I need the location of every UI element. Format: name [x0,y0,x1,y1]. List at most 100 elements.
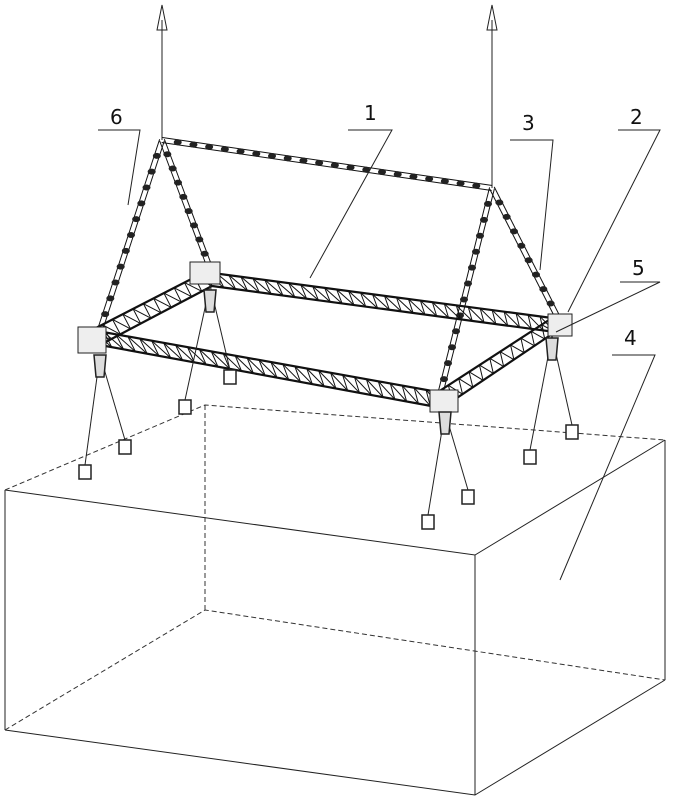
chain-line [437,187,491,395]
hook [93,354,107,378]
truss-diagonal [294,365,313,385]
label-5: 5 [632,256,645,280]
chain-link [425,175,434,182]
truss-vertical [330,372,337,389]
label-6: 6 [110,105,123,129]
truss-diagonal [443,303,461,320]
truss-diagonal [175,344,195,363]
truss-diagonal [515,312,532,330]
truss-chord [99,285,213,346]
truss-vertical [395,297,402,312]
chain-link [524,257,533,264]
truss-diagonal [246,357,266,376]
truss-diagonal [234,355,254,374]
chain-link [137,200,146,207]
chain-line [161,141,492,191]
label-3: 3 [522,111,535,135]
chain-link [174,179,182,186]
chain-link [268,153,276,159]
chain-link [468,264,476,271]
truss-diagonal [396,297,414,314]
truss-vertical [372,294,379,309]
truss-vertical [401,385,408,402]
truss-vertical [186,346,195,363]
chain-link [472,182,481,189]
chain-link [184,208,193,215]
chain-link [452,328,460,335]
truss-diagonal [264,279,284,296]
chain-link [173,139,182,146]
chain-link [378,169,386,175]
truss-vertical [443,303,450,318]
truss-diagonal [102,324,121,335]
truss-diagonal [499,351,515,361]
truss-vertical [489,358,494,374]
truss-chord [441,331,556,409]
chain-link [444,360,452,367]
chain-link [460,296,468,303]
truss-vertical [294,366,301,383]
chain-link [190,222,198,229]
chain-link [236,148,245,155]
sling-chains [97,137,561,396]
truss-diagonal [127,336,148,355]
truss-diagonal [408,298,426,315]
truss-vertical [153,298,162,314]
label-2: 2 [630,105,643,129]
truss-diagonal [455,304,473,322]
truss-vertical [467,306,473,322]
chain-link [510,228,518,235]
truss-vertical [384,295,390,310]
truss-diagonal [336,289,355,306]
truss-diagonal [300,284,319,301]
truss-vertical [184,282,193,297]
truss-vertical [419,300,426,315]
label-1: 1 [364,101,377,125]
truss-vertical [112,319,121,335]
truss-vertical [541,324,546,340]
truss-vertical [240,276,248,291]
truss-diagonal [210,351,231,370]
clamp [78,464,92,480]
truss-diagonal [163,342,183,361]
truss-vertical [510,344,515,360]
chain-link [409,173,418,180]
truss-diagonal [153,297,172,308]
chain-link [106,295,115,302]
hook [203,289,217,313]
truss-chord [437,317,553,393]
truss-vertical [282,364,290,380]
truss-vertical [276,281,284,296]
truss-diagonal [458,378,474,388]
truss-diagonal [360,292,378,309]
truss-vertical [258,359,266,376]
truss-diagonal [222,353,242,372]
chain-link [546,300,555,307]
lift-arrow-left [156,4,168,140]
truss-diagonal [401,385,419,404]
truss-diagonal [184,282,203,292]
truss-diagonal [491,309,509,327]
callouts: 6 1 3 2 5 4 [98,101,661,581]
truss-diagonal [330,372,349,391]
chain-link [464,280,472,287]
truss-vertical [515,313,521,328]
truss-diagonal [228,274,248,292]
truss-vertical [234,355,242,372]
truss-vertical [389,383,396,400]
truss-vertical [360,292,367,307]
truss-diagonal [276,281,296,298]
truss-vertical [173,287,182,303]
truss-vertical [530,331,535,346]
truss-diagonal [531,331,545,340]
chain-link [456,180,465,187]
truss-vertical [139,338,148,354]
chain-line [493,186,561,318]
truss-diagonal [288,282,307,300]
truss-vertical [336,289,343,304]
truss-vertical [527,314,532,329]
truss-diagonal [479,308,497,325]
clamp-wires [78,284,579,530]
container-box [4,404,666,796]
truss-diagonal [199,348,219,368]
